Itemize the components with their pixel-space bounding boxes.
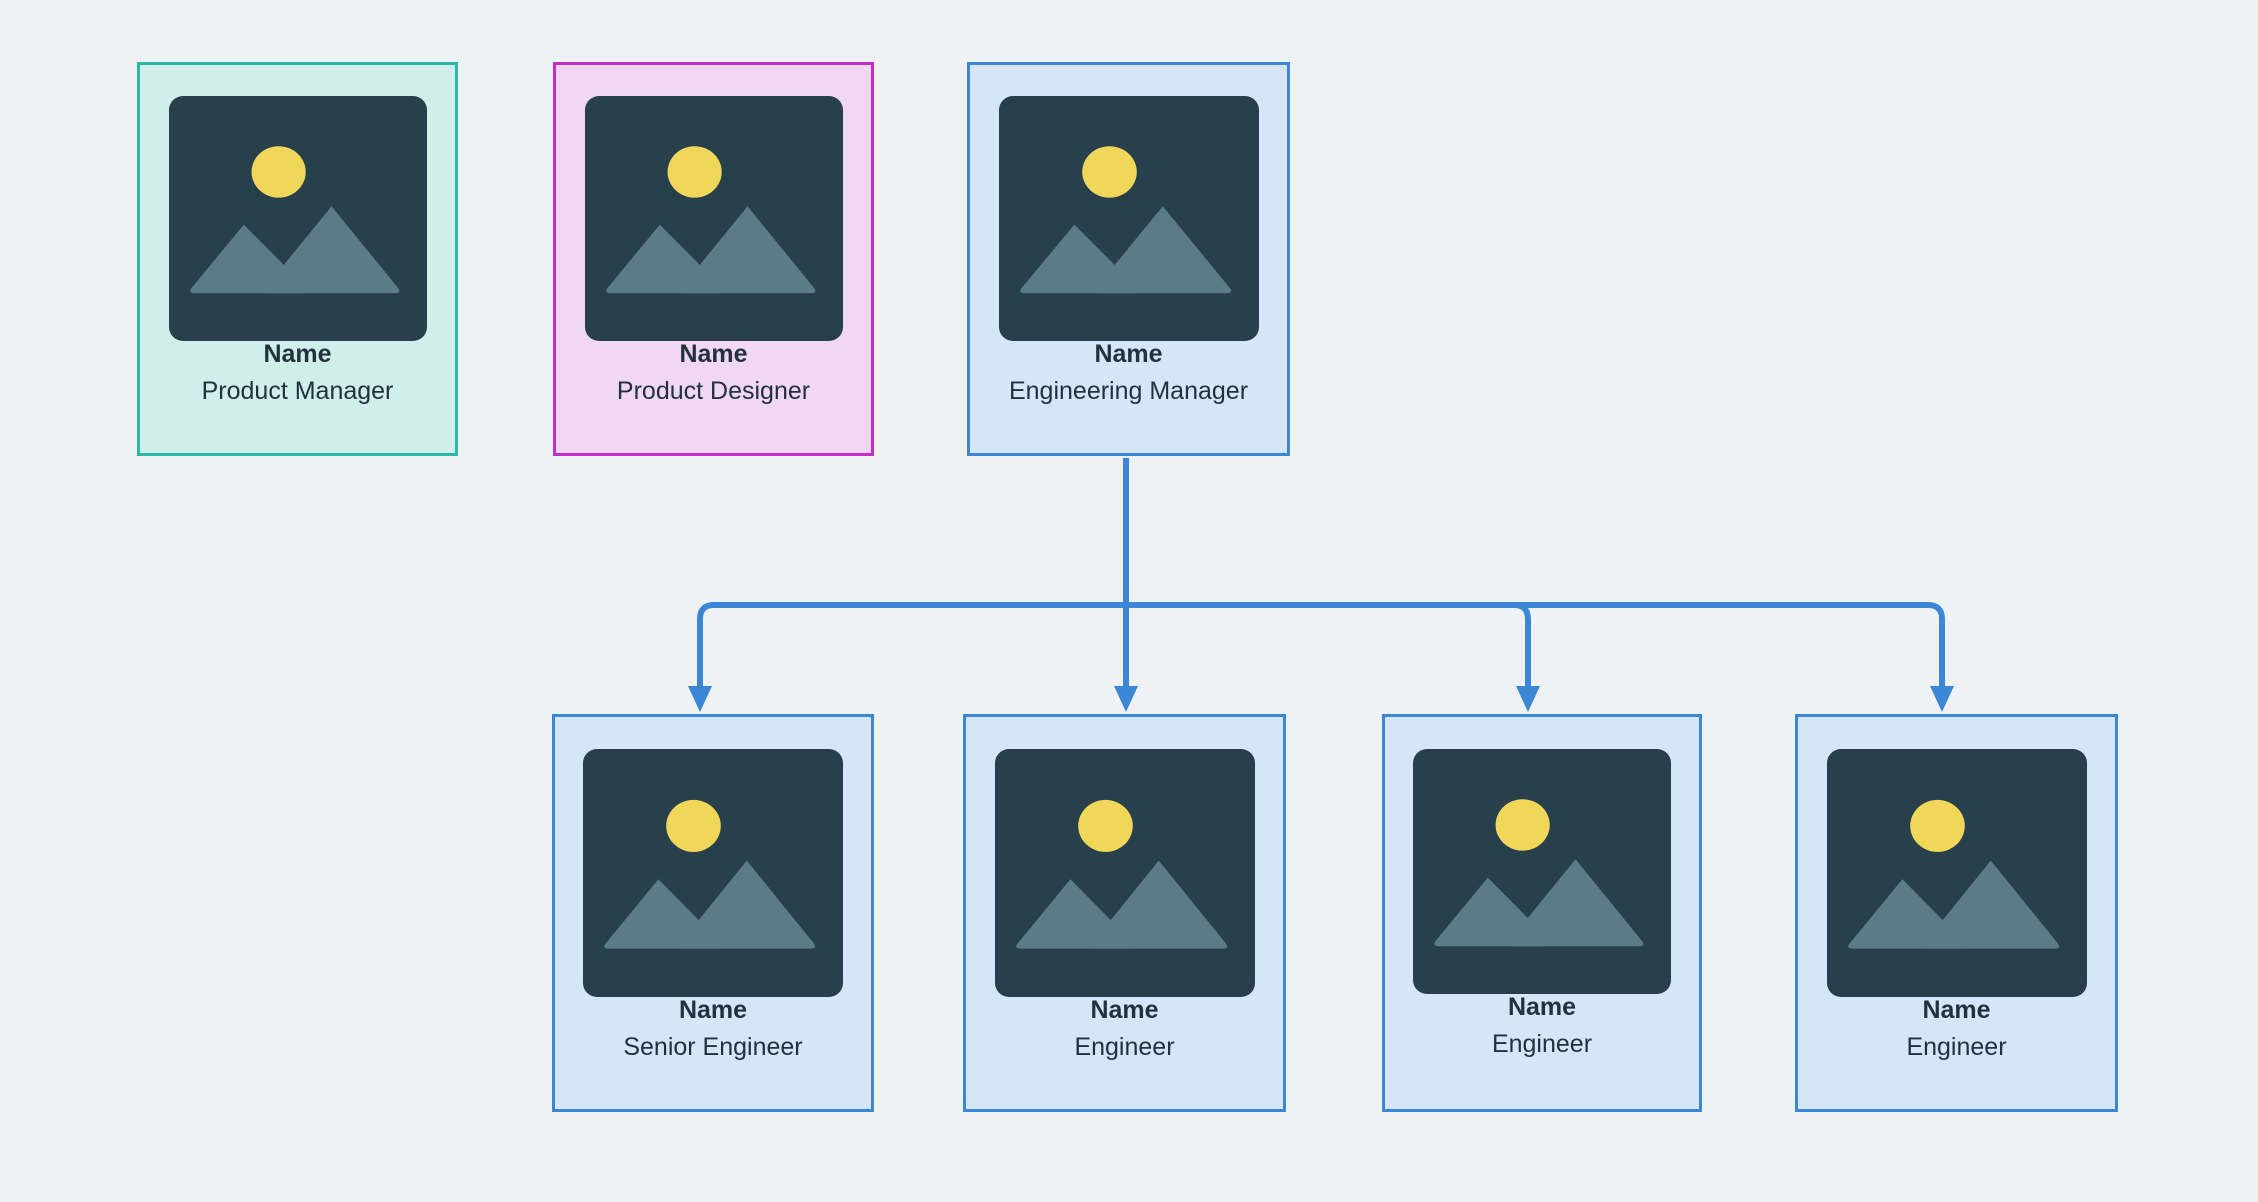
- image-placeholder-icon: [994, 749, 1255, 997]
- image-placeholder-icon: [998, 96, 1259, 341]
- person-role: Engineer: [1906, 1032, 2007, 1061]
- connector-branch-3: [1513, 602, 1531, 686]
- person-name: Name: [1922, 996, 1991, 1024]
- person-card-product-designer[interactable]: Name Product Designer: [553, 62, 874, 456]
- person-role: Senior Engineer: [623, 1032, 803, 1061]
- image-placeholder-icon: [1413, 749, 1671, 994]
- person-card-product-manager[interactable]: Name Product Manager: [137, 62, 458, 456]
- person-name: Name: [1090, 996, 1159, 1024]
- person-name: Name: [1094, 340, 1163, 368]
- connector-arrowhead-2: [1114, 686, 1138, 712]
- person-card-engineer-2[interactable]: Name Engineer: [1382, 714, 1702, 1112]
- person-role: Engineering Manager: [1008, 376, 1249, 405]
- person-card-engineer-3[interactable]: Name Engineer: [1795, 714, 2118, 1112]
- person-card-senior-engineer[interactable]: Name Senior Engineer: [552, 714, 874, 1112]
- person-name: Name: [679, 340, 748, 368]
- person-name: Name: [678, 996, 748, 1024]
- person-role: Product Manager: [201, 376, 394, 405]
- person-role: Engineer: [1074, 1032, 1175, 1061]
- image-placeholder-icon: [583, 749, 843, 997]
- image-placeholder-icon: [584, 96, 843, 341]
- person-card-engineer-1[interactable]: Name Engineer: [963, 714, 1286, 1112]
- connector-arrowhead-1: [688, 686, 712, 712]
- connector-arrowhead-4: [1930, 686, 1954, 712]
- person-role: Engineer: [1491, 1029, 1593, 1058]
- connector-arrowhead-3: [1516, 686, 1540, 712]
- person-card-engineering-manager[interactable]: Name Engineering Manager: [967, 62, 1290, 456]
- person-name: Name: [263, 340, 332, 368]
- image-placeholder-icon: [168, 96, 427, 341]
- image-placeholder-icon: [1826, 749, 2087, 997]
- person-role: Product Designer: [616, 376, 811, 405]
- connector-branch-1: [697, 602, 715, 686]
- connector-branch-4: [1927, 602, 1945, 686]
- person-name: Name: [1507, 993, 1577, 1021]
